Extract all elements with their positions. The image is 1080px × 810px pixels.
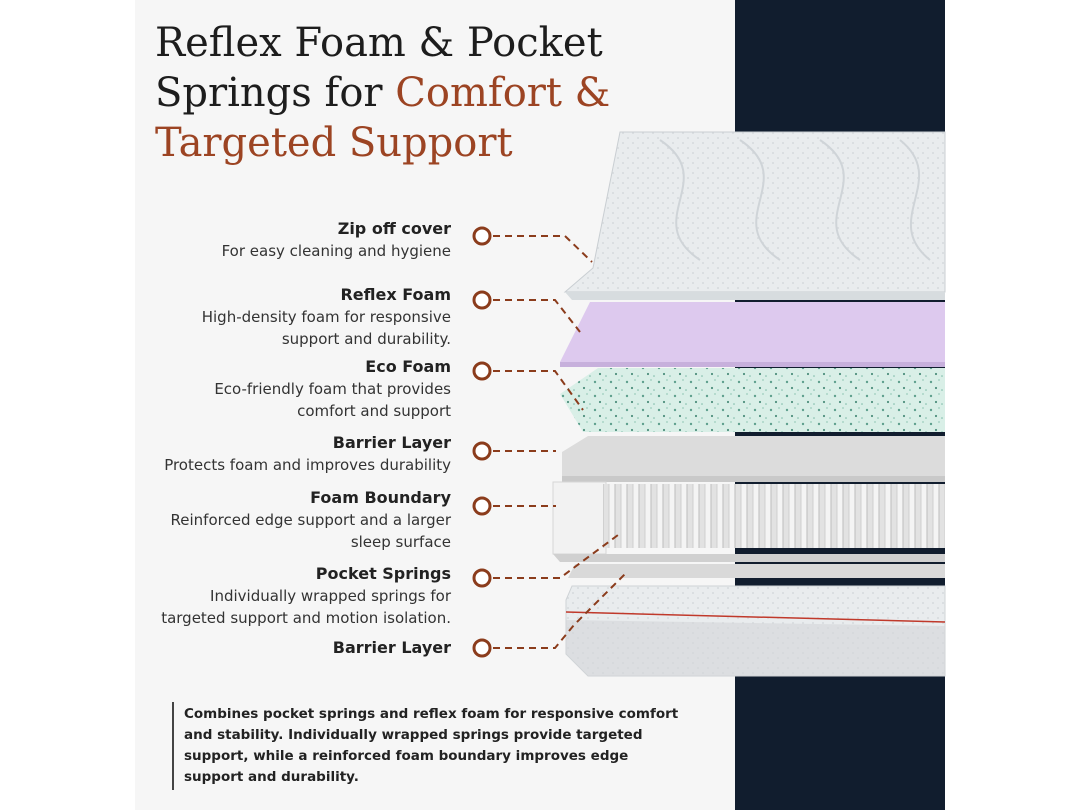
layer-desc: Reinforced edge support and a larger	[170, 511, 451, 529]
layer-desc: sleep surface	[350, 533, 451, 551]
layer-desc: support and durability.	[281, 330, 451, 348]
label-foam-boundary: Foam Boundary Reinforced edge support an…	[171, 487, 451, 553]
layer-name: Barrier Layer	[332, 433, 451, 452]
cover-wave-pattern	[659, 139, 931, 261]
title-line-2-plain: Springs for	[155, 70, 396, 116]
reflex-foam-layer	[560, 302, 945, 362]
label-reflex-foam: Reflex Foam High-density foam for respon…	[202, 284, 451, 350]
label-pocket-springs: Pocket Springs Individually wrapped spri…	[161, 563, 451, 629]
barrier-layer-top	[562, 436, 945, 476]
label-barrier-layer-top: Barrier Layer Protects foam and improves…	[164, 432, 451, 476]
callout-leaders	[493, 235, 626, 649]
label-barrier-layer-bottom: Barrier Layer	[333, 637, 451, 659]
title-line-1: Reflex Foam & Pocket	[155, 20, 603, 66]
page-title: Reflex Foam & Pocket Springs for Comfort…	[155, 18, 635, 168]
layer-desc: Eco-friendly foam that provides	[214, 380, 451, 398]
layer-desc: High-density foam for responsive	[201, 308, 451, 326]
eco-foam-layer	[560, 368, 945, 432]
layer-desc: Individually wrapped springs for	[210, 587, 451, 605]
foam-boundary-layer	[552, 481, 607, 555]
callout-markers	[472, 226, 492, 658]
layer-desc: Protects foam and improves durability	[164, 456, 451, 474]
pocket-springs-layer	[603, 484, 945, 548]
layer-desc: comfort and support	[297, 402, 451, 420]
layer-name: Foam Boundary	[310, 488, 451, 507]
layer-name: Barrier Layer	[332, 638, 451, 657]
zip-cover-layer	[563, 131, 946, 293]
label-eco-foam: Eco Foam Eco-friendly foam that provides…	[214, 356, 451, 422]
layer-name: Eco Foam	[365, 357, 451, 376]
label-zip-cover: Zip off cover For easy cleaning and hygi…	[222, 218, 451, 262]
layer-name: Pocket Springs	[315, 564, 451, 583]
layer-name: Zip off cover	[337, 219, 451, 238]
title-line-2-accent: Comfort &	[395, 70, 611, 116]
layer-name: Reflex Foam	[340, 285, 451, 304]
layer-desc: For easy cleaning and hygiene	[221, 242, 451, 260]
layer-desc: targeted support and motion isolation.	[161, 609, 451, 627]
barrier-layer-bottom	[568, 564, 945, 578]
summary-note: Combines pocket springs and reflex foam …	[172, 702, 684, 790]
title-line-3-accent: Targeted Support	[155, 120, 513, 166]
